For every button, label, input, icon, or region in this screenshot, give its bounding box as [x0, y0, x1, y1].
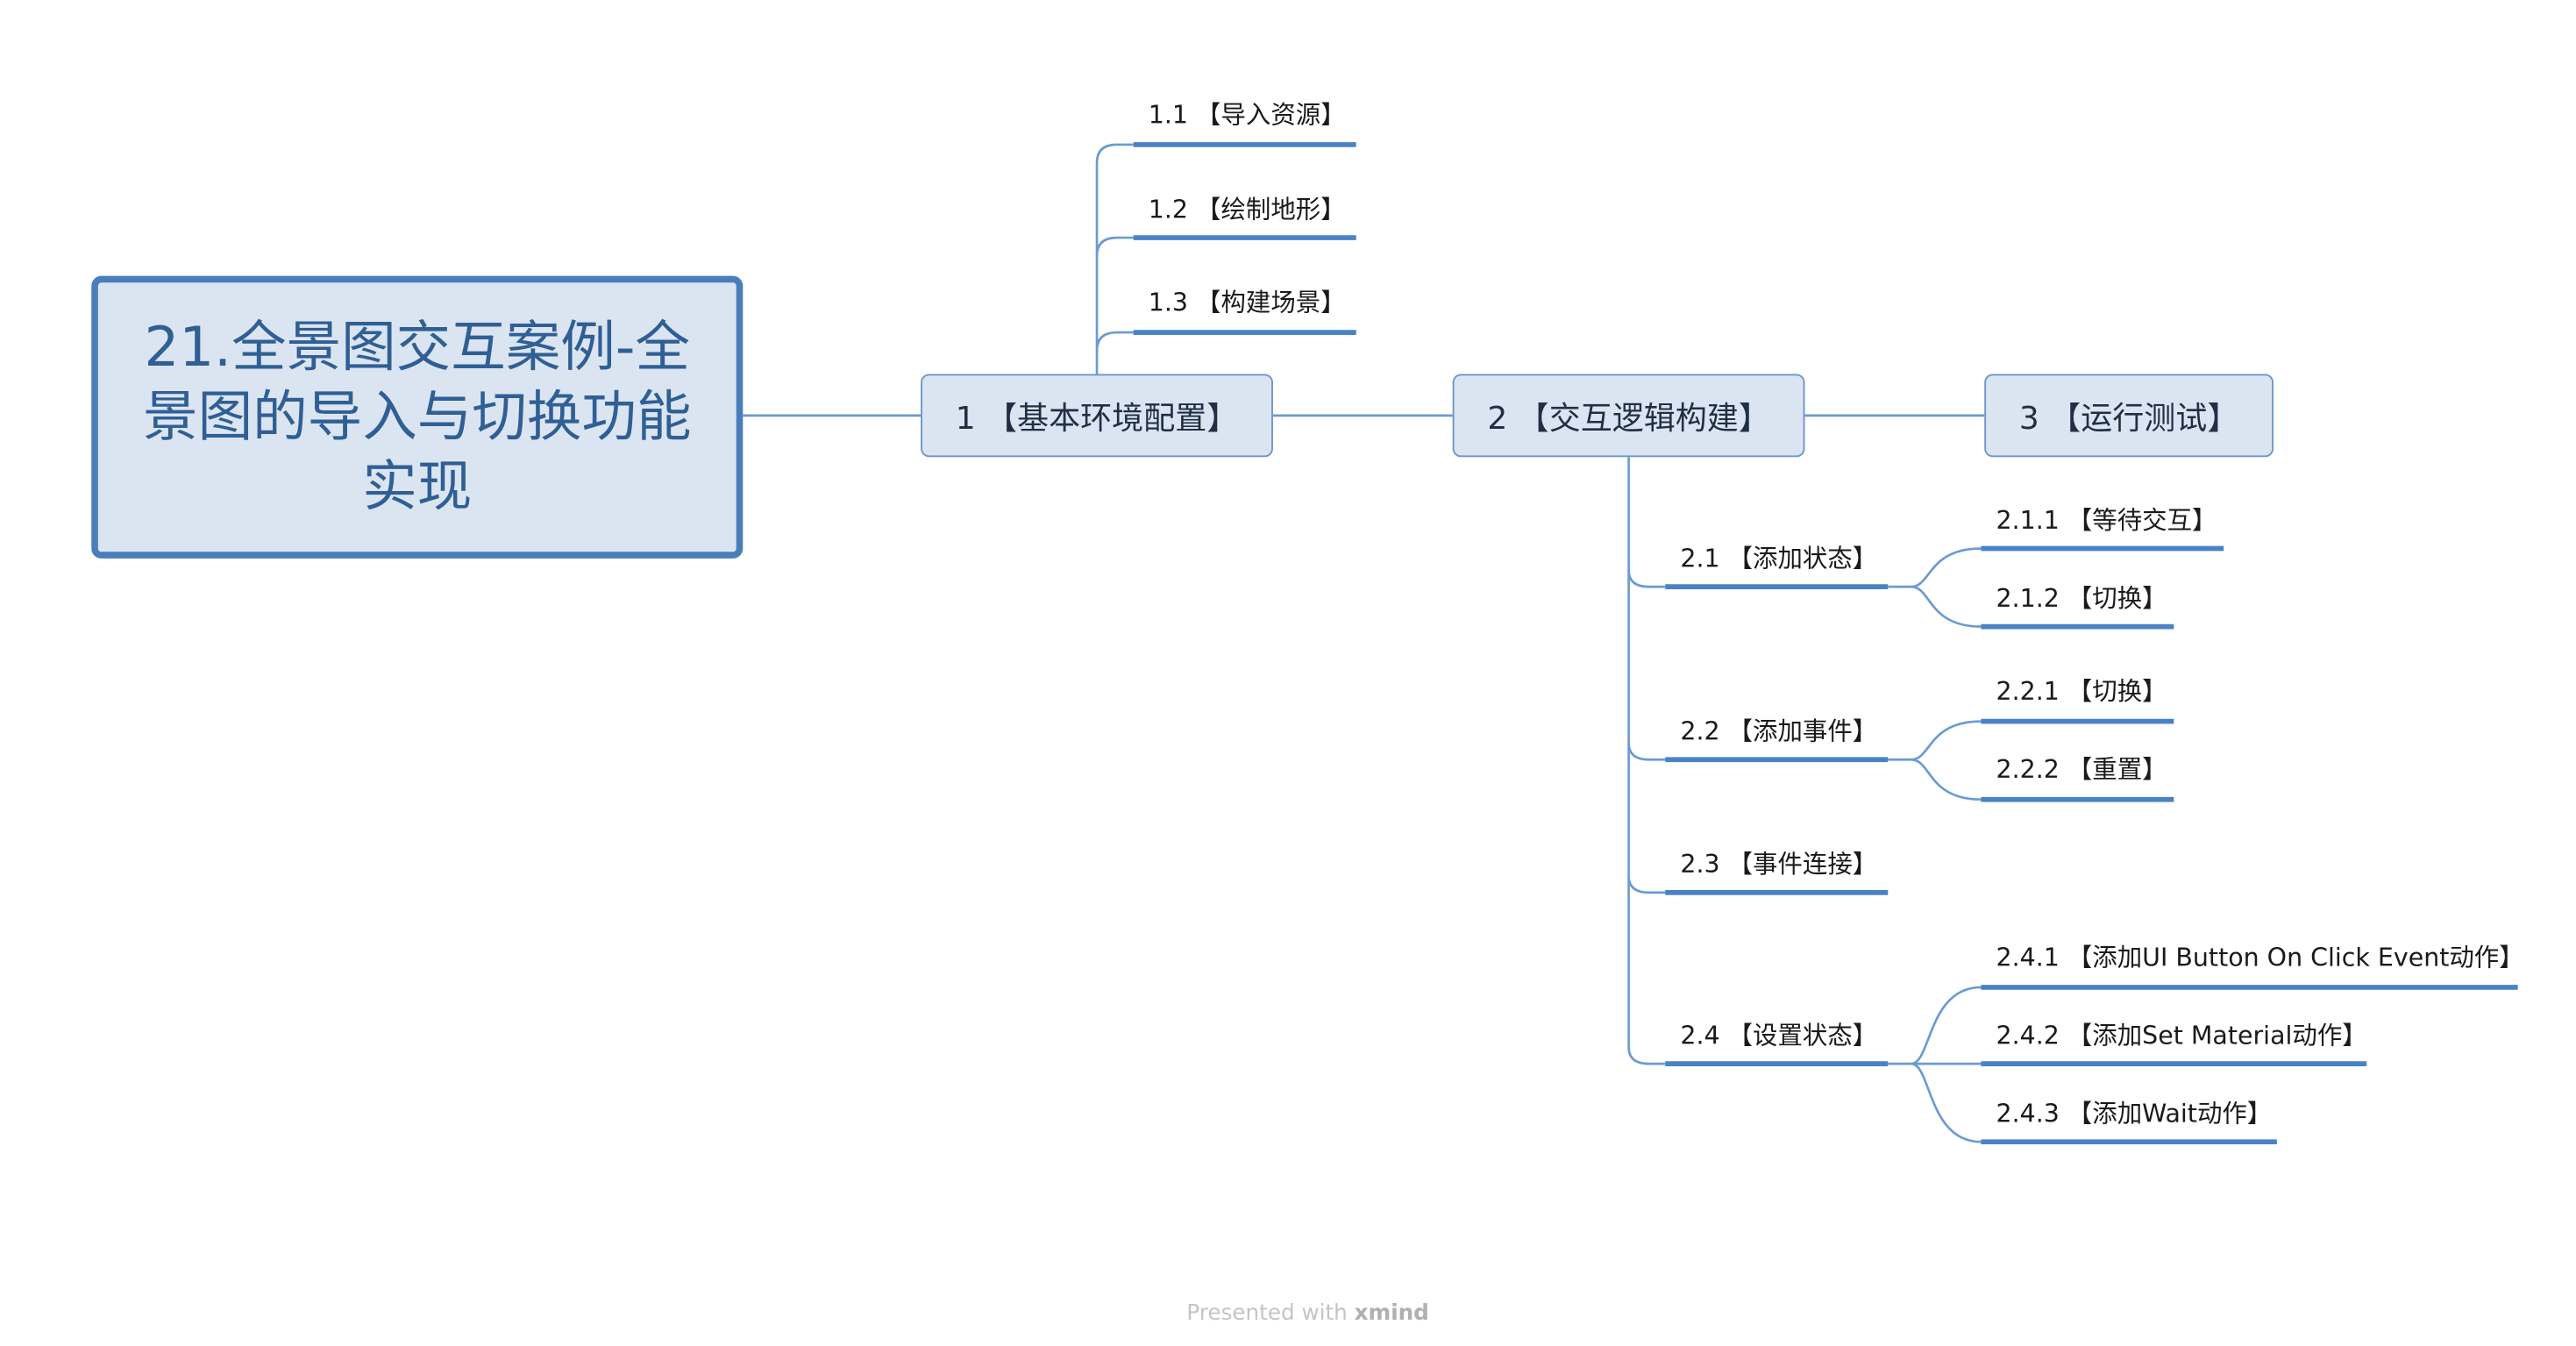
topic-2[interactable]: 2 【交互逻辑构建】	[1452, 374, 1805, 458]
connector-1-1	[1095, 143, 1134, 374]
topic-2-label: 2 【交互逻辑构建】	[1487, 399, 1770, 437]
subtopic-2-1[interactable]: 2.1 【添加状态】	[1680, 543, 1878, 573]
topic-3[interactable]: 3 【运行测试】	[1984, 374, 2274, 458]
connector-2-1-1	[1888, 547, 1982, 588]
connector-1-3	[1095, 331, 1134, 352]
subtopic-2-4-3[interactable]: 2.4.3 【添加Wait动作】	[1996, 1098, 2273, 1129]
subtopic-2-4-1[interactable]: 2.4.1 【添加UI Button On Click Event动作】	[1996, 942, 2524, 972]
subtopic-2-1-1[interactable]: 2.1.1 【等待交互】	[1996, 505, 2217, 536]
connector-2-2-1	[1888, 720, 1982, 761]
topic-1-label: 1 【基本环境配置】	[955, 399, 1239, 437]
connector-2-trunk	[1627, 457, 1666, 1065]
connector-2-2	[1627, 743, 1666, 761]
connector-2-3	[1627, 875, 1666, 894]
connector-2-1-2	[1911, 585, 1982, 628]
connector-2-4-1	[1888, 986, 1982, 1065]
connector-1-2	[1095, 236, 1134, 256]
footer-presented-text: Presented with	[1186, 1301, 1348, 1327]
subtopic-2-2[interactable]: 2.2 【添加事件】	[1680, 716, 1878, 747]
xmind-logo-text[interactable]: xmind	[1354, 1301, 1429, 1327]
central-topic-label: 21.全景图交互案例-全景图的导入与切换功能实现	[143, 314, 692, 519]
topic-1[interactable]: 1 【基本环境配置】	[921, 374, 1273, 458]
subtopic-1-1[interactable]: 1.1 【导入资源】	[1148, 99, 1346, 130]
topic-3-label: 3 【运行测试】	[2018, 399, 2239, 437]
subtopic-2-3[interactable]: 2.3 【事件连接】	[1680, 849, 1878, 880]
subtopic-1-2[interactable]: 1.2 【绘制地形】	[1148, 194, 1346, 224]
subtopic-2-2-1[interactable]: 2.2.1 【切换】	[1996, 676, 2167, 707]
footer-credit: Presented with xmind	[1186, 1301, 1428, 1326]
subtopic-1-3[interactable]: 1.3 【构建场景】	[1148, 287, 1346, 318]
subtopic-2-2-2[interactable]: 2.2.2 【重置】	[1996, 754, 2167, 785]
central-topic[interactable]: 21.全景图交互案例-全景图的导入与切换功能实现	[91, 275, 744, 559]
subtopic-2-4[interactable]: 2.4 【设置状态】	[1680, 1020, 1878, 1050]
subtopic-2-1-2[interactable]: 2.1.2 【切换】	[1996, 583, 2167, 614]
connector-2-4-3	[1911, 1062, 1982, 1143]
connector-2-2-2	[1911, 758, 1982, 801]
subtopic-2-4-2[interactable]: 2.4.2 【添加Set Material动作】	[1996, 1020, 2367, 1050]
connector-2-1	[1627, 570, 1666, 588]
